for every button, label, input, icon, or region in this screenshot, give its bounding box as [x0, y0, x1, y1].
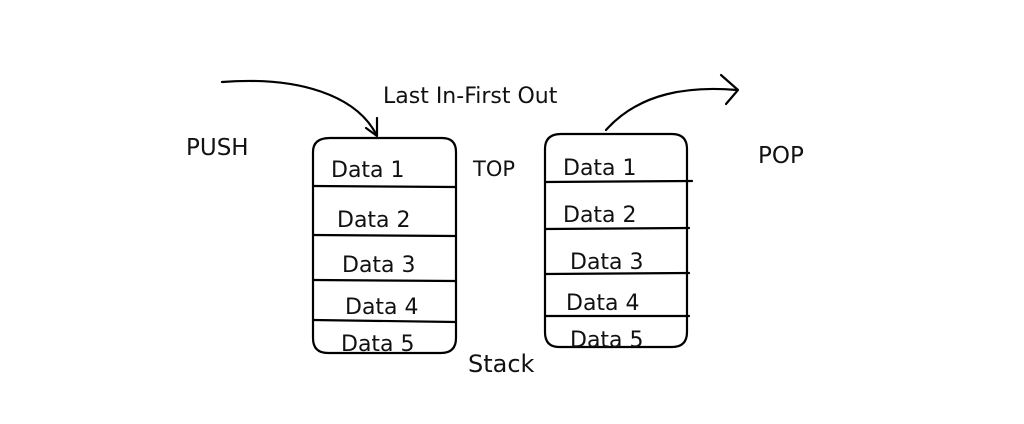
right-stack-container: [543, 132, 694, 349]
right-stack-divider: [543, 179, 694, 184]
left-stack-item: Data 4: [345, 295, 419, 320]
left-stack-divider: [311, 318, 458, 324]
left-stack-divider: [311, 233, 458, 238]
stack-label: Stack: [468, 350, 535, 378]
left-stack-item: Data 1: [331, 158, 405, 183]
right-stack-item: Data 4: [566, 291, 640, 316]
lifo-label: Last In-First Out: [383, 84, 558, 109]
push-label: PUSH: [186, 135, 249, 161]
left-stack-divider: [311, 184, 458, 189]
right-stack-divider: [543, 226, 691, 231]
left-stack-item: Data 3: [342, 253, 416, 278]
left-stack-divider: [311, 278, 458, 283]
push-arrow: [220, 79, 379, 138]
right-stack-item: Data 5: [570, 328, 644, 353]
push-arrow-curve: [220, 79, 378, 136]
pop-arrow-curve: [604, 87, 739, 132]
left-stack-container: [311, 136, 458, 355]
right-stack-item: Data 2: [563, 203, 637, 228]
pop-label: POP: [758, 143, 804, 169]
right-stack-outline: [543, 132, 689, 349]
left-stack-item: Data 2: [337, 208, 411, 233]
left-stack-item: Data 5: [341, 332, 415, 357]
right-stack-item: Data 3: [570, 250, 644, 275]
right-stack-divider: [543, 271, 691, 276]
top-label: TOP: [473, 157, 516, 181]
pop-arrow: [604, 73, 740, 132]
push-arrow-head: [364, 116, 379, 138]
pop-arrow-head: [719, 73, 740, 106]
right-stack-item: Data 1: [563, 156, 637, 181]
left-stack-outline: [311, 136, 458, 355]
